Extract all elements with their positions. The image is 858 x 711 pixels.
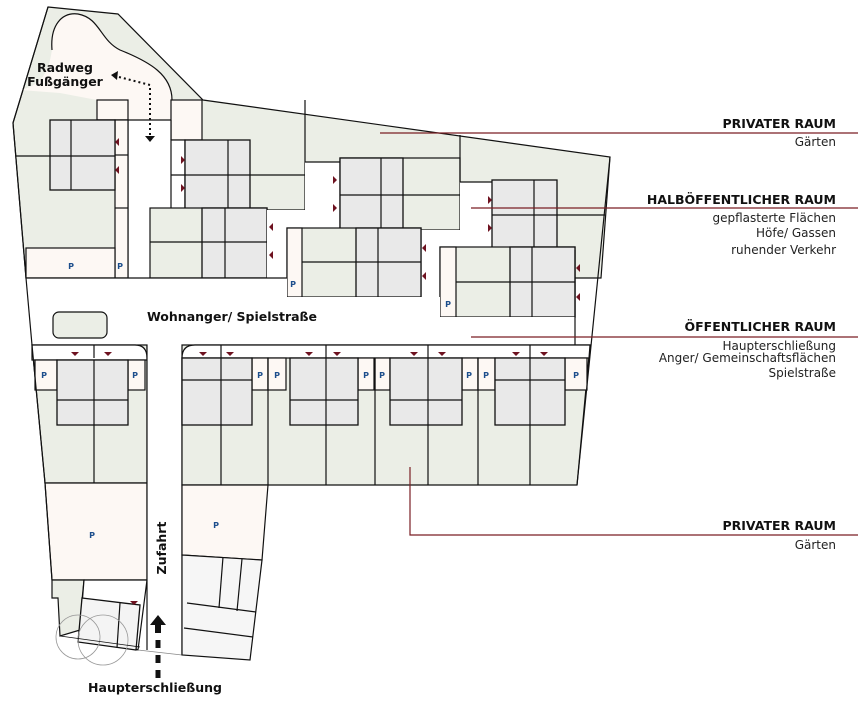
svg-text:Höfe/ Gassen: Höfe/ Gassen xyxy=(756,226,836,240)
zufahrt-label: Zufahrt xyxy=(154,522,169,575)
house-l5 xyxy=(494,357,566,426)
house-6 xyxy=(491,179,605,251)
svg-text:P: P xyxy=(274,371,280,380)
svg-text:Haupterschließung: Haupterschließung xyxy=(722,339,836,353)
house-4 xyxy=(339,157,461,231)
entrance-markers xyxy=(71,138,580,605)
svg-text:Spielstraße: Spielstraße xyxy=(769,366,836,380)
svg-text:P: P xyxy=(132,371,138,380)
main-entry-arrow xyxy=(150,615,166,680)
house-7 xyxy=(439,246,576,318)
legend-private-bottom: PRIVATER RAUM Gärten xyxy=(722,518,836,552)
svg-text:P: P xyxy=(573,371,579,380)
parking-spaces xyxy=(251,357,588,391)
house-1 xyxy=(49,119,116,191)
wohnanger-label: Wohnanger/ Spielstraße xyxy=(147,309,317,324)
svg-text:P: P xyxy=(41,371,47,380)
house-5 xyxy=(286,227,422,298)
svg-text:P: P xyxy=(379,371,385,380)
legend-private-top: PRIVATER RAUM Gärten xyxy=(722,116,836,149)
svg-text:P: P xyxy=(445,300,451,309)
legend-semi-public: HALBÖFFENTLICHER RAUM gepflasterte Fläch… xyxy=(647,192,836,257)
svg-text:P: P xyxy=(213,521,219,530)
svg-text:HALBÖFFENTLICHER RAUM: HALBÖFFENTLICHER RAUM xyxy=(647,192,836,207)
svg-text:P: P xyxy=(117,262,123,271)
parking-labels: P P P P P P P P P P P P P P P xyxy=(41,262,579,540)
svg-text:ÖFFENTLICHER RAUM: ÖFFENTLICHER RAUM xyxy=(684,319,836,334)
house-3 xyxy=(149,207,268,279)
svg-text:Gärten: Gärten xyxy=(795,538,836,552)
house-l3 xyxy=(289,357,359,426)
zufahrt-road xyxy=(147,345,182,655)
house-l4 xyxy=(389,357,463,426)
house-l1 xyxy=(56,359,129,483)
haupterschliessung-label: Haupterschließung xyxy=(88,680,222,695)
radweg-label: Radweg xyxy=(37,60,93,75)
svg-text:P: P xyxy=(483,371,489,380)
svg-text:gepflasterte Flächen: gepflasterte Flächen xyxy=(713,211,837,225)
radweg-path xyxy=(20,13,172,120)
svg-text:PRIVATER RAUM: PRIVATER RAUM xyxy=(722,116,836,131)
wohnanger-road xyxy=(26,278,575,345)
fussgaenger-label: Fußgänger xyxy=(27,74,104,89)
svg-text:P: P xyxy=(290,280,296,289)
svg-text:P: P xyxy=(89,531,95,540)
svg-text:P: P xyxy=(257,371,263,380)
legend-public: ÖFFENTLICHER RAUM Haupterschließung Ange… xyxy=(659,319,836,380)
svg-text:ruhender Verkehr: ruhender Verkehr xyxy=(731,243,836,257)
svg-text:PRIVATER RAUM: PRIVATER RAUM xyxy=(722,518,836,533)
svg-text:P: P xyxy=(68,262,74,271)
svg-text:P: P xyxy=(363,371,369,380)
svg-text:Gärten: Gärten xyxy=(795,135,836,149)
svg-text:Anger/ Gemeinschaftsflächen: Anger/ Gemeinschaftsflächen xyxy=(659,351,836,365)
green-island xyxy=(52,311,108,339)
house-l2 xyxy=(181,357,253,426)
svg-text:P: P xyxy=(466,371,472,380)
pedestrian-arrow xyxy=(111,71,155,142)
